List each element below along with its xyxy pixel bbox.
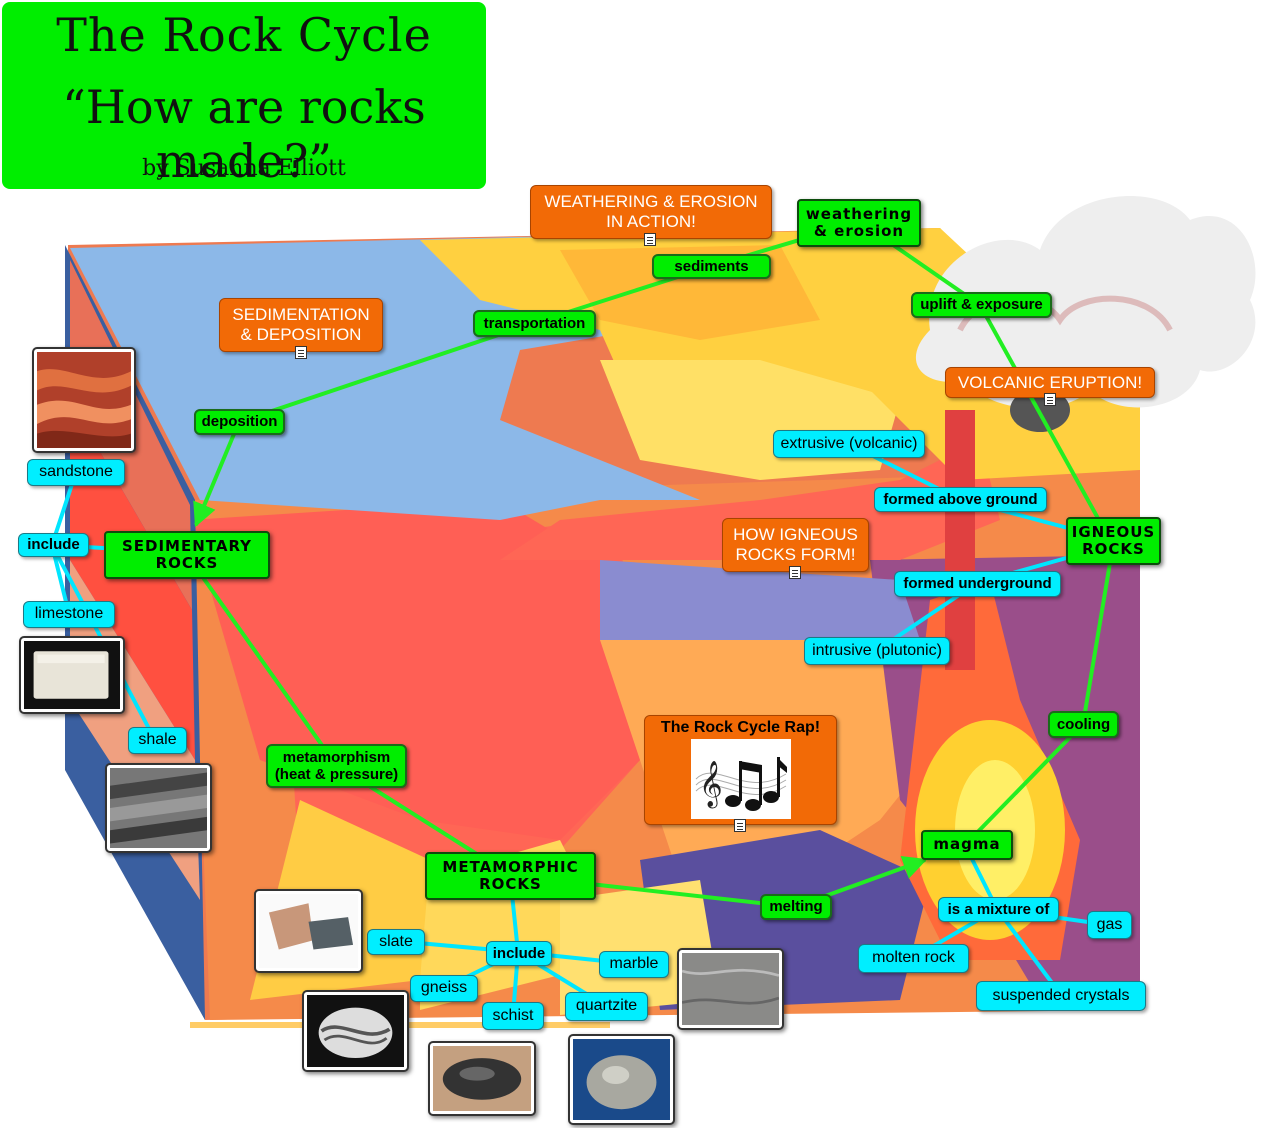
example-intrusive-plutonic[interactable]: intrusive (plutonic) <box>804 637 950 665</box>
title-panel: The Rock Cycle “How are rocks made?” by … <box>2 2 486 189</box>
resource-how-igneous-rocks-form[interactable]: HOW IGNEOUS ROCKS FORM! <box>722 518 869 572</box>
resource-weathering-erosion-in-action[interactable]: WEATHERING & EROSION IN ACTION! <box>530 185 772 239</box>
link-line-2: (heat & pressure) <box>275 766 398 783</box>
concept-line-1: SEDIMENTARY <box>122 538 252 555</box>
example-shale[interactable]: shale <box>128 727 187 754</box>
document-icon[interactable] <box>1044 393 1056 406</box>
concept-sedimentary-rocks[interactable]: SEDIMENTARY ROCKS <box>104 531 270 579</box>
document-icon[interactable] <box>734 819 746 832</box>
resource-line-2: ROCKS FORM! <box>736 545 856 565</box>
resource-sedimentation-deposition[interactable]: SEDIMENTATION & DEPOSITION <box>219 298 383 352</box>
document-icon[interactable] <box>295 346 307 359</box>
concept-line-2: ROCKS <box>479 876 542 893</box>
resource-line-1: SEDIMENTATION <box>232 305 369 325</box>
title-byline: by Susanna Elliott <box>2 156 486 181</box>
link-sediments[interactable]: sediments <box>652 254 771 279</box>
resource-rock-cycle-rap[interactable]: The Rock Cycle Rap! 𝄞 <box>644 715 837 825</box>
document-icon[interactable] <box>789 566 801 579</box>
resource-line-2: IN ACTION! <box>606 212 696 232</box>
sandstone-photo[interactable] <box>32 347 136 453</box>
link-line-1: metamorphism <box>283 749 391 766</box>
link-formed-underground[interactable]: formed underground <box>894 571 1061 597</box>
concept-weathering-erosion[interactable]: weathering & erosion <box>797 199 921 247</box>
concept-line-1: METAMORPHIC <box>442 859 578 876</box>
concept-line-1: weathering <box>806 206 912 223</box>
link-formed-above-ground[interactable]: formed above ground <box>874 487 1047 512</box>
example-extrusive-volcanic[interactable]: extrusive (volcanic) <box>773 430 925 458</box>
example-limestone[interactable]: limestone <box>23 601 115 628</box>
concept-line-1: IGNEOUS <box>1072 524 1155 541</box>
link-deposition[interactable]: deposition <box>194 409 285 435</box>
concept-line-2: ROCKS <box>1082 541 1145 558</box>
example-gneiss[interactable]: gneiss <box>410 975 478 1002</box>
example-schist[interactable]: schist <box>482 1002 544 1030</box>
title-line-1: The Rock Cycle <box>2 8 486 62</box>
concept-magma[interactable]: magma <box>921 830 1013 860</box>
slate-photo[interactable] <box>254 889 363 973</box>
link-metamorphism[interactable]: metamorphism (heat & pressure) <box>266 744 407 788</box>
link-uplift-exposure[interactable]: uplift & exposure <box>911 292 1052 318</box>
example-gas[interactable]: gas <box>1087 911 1132 939</box>
link-transportation[interactable]: transportation <box>473 310 596 337</box>
example-connectors <box>52 444 1113 1015</box>
link-sedimentary-include[interactable]: include <box>18 533 89 557</box>
quartzite-photo[interactable] <box>568 1034 675 1125</box>
gneiss-photo[interactable] <box>302 990 409 1072</box>
concept-metamorphic-rocks[interactable]: METAMORPHIC ROCKS <box>425 852 596 900</box>
resource-line-1: HOW IGNEOUS <box>733 525 858 545</box>
concept-igneous-rocks[interactable]: IGNEOUS ROCKS <box>1066 517 1161 565</box>
link-metamorphic-include[interactable]: include <box>486 941 552 966</box>
concept-line-2: & erosion <box>814 223 904 240</box>
resource-line-2: & DEPOSITION <box>241 325 362 345</box>
rap-label: The Rock Cycle Rap! <box>645 719 836 737</box>
resource-line-1: VOLCANIC ERUPTION! <box>958 373 1142 393</box>
example-molten-rock[interactable]: molten rock <box>858 944 969 973</box>
music-notes-icon: 𝄞 <box>691 739 791 819</box>
example-slate[interactable]: slate <box>367 929 425 955</box>
link-melting[interactable]: melting <box>760 894 832 920</box>
marble-photo[interactable] <box>677 948 784 1030</box>
link-cooling[interactable]: cooling <box>1048 711 1119 738</box>
svg-text:𝄞: 𝄞 <box>699 761 723 809</box>
resource-line-1: WEATHERING & EROSION <box>544 192 757 212</box>
document-icon[interactable] <box>644 233 656 246</box>
concept-line-2: ROCKS <box>156 555 219 572</box>
limestone-photo[interactable] <box>19 636 125 714</box>
shale-photo[interactable] <box>105 763 212 853</box>
link-is-a-mixture-of[interactable]: is a mixture of <box>938 897 1059 922</box>
example-quartzite[interactable]: quartzite <box>565 992 648 1021</box>
example-marble[interactable]: marble <box>599 951 669 978</box>
example-suspended-crystals[interactable]: suspended crystals <box>976 981 1146 1011</box>
schist-photo[interactable] <box>428 1041 536 1116</box>
example-sandstone[interactable]: sandstone <box>27 459 125 486</box>
